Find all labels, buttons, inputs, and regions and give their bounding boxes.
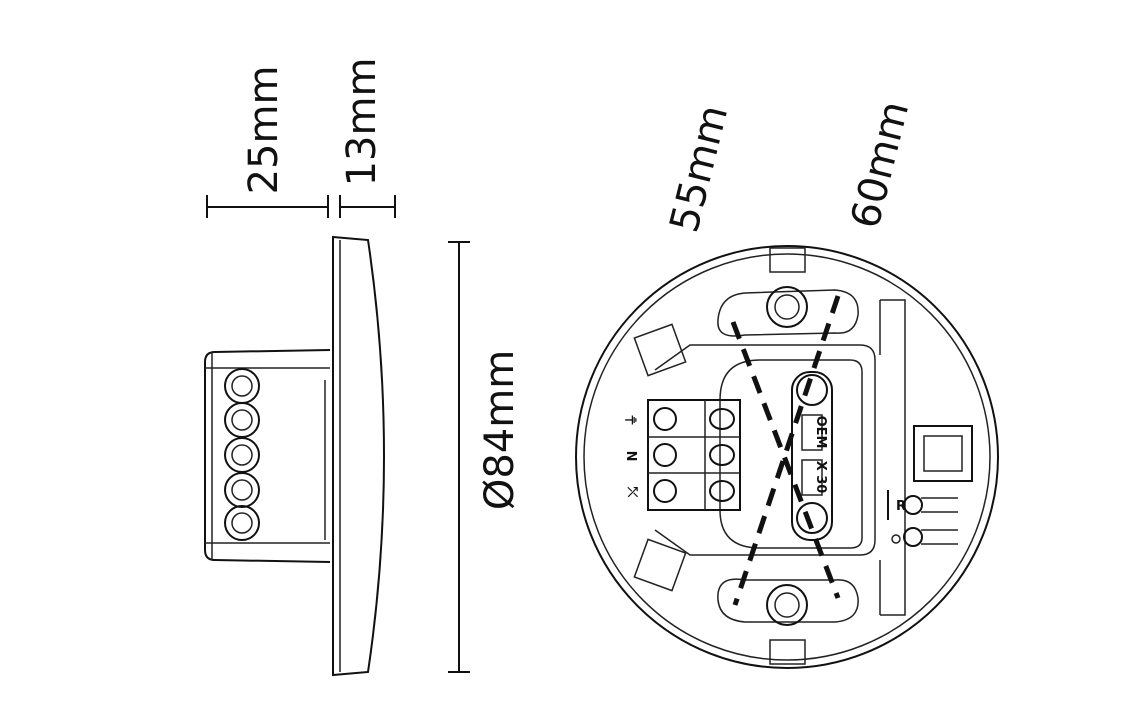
outer-ring — [575, 245, 999, 669]
mounting-plate — [791, 371, 833, 541]
diameter-label: Ø84mm — [477, 350, 523, 510]
earth-terminal-label: ⏚ — [625, 413, 640, 426]
fixing-line-60 — [732, 295, 841, 606]
depth-front-label: 13mm — [339, 58, 385, 187]
load-terminal-label: ⤯ — [626, 486, 641, 497]
fixing-slot-bottom — [717, 578, 859, 623]
reset-button — [913, 425, 973, 482]
fixing-slot-top — [717, 289, 859, 337]
r-label: R — [896, 499, 906, 514]
side-view — [204, 235, 385, 677]
front-plate-outline — [332, 235, 385, 677]
screw-icon — [224, 437, 260, 473]
fixing-line-55 — [730, 321, 841, 599]
terminal-block — [647, 399, 741, 511]
tab — [769, 639, 806, 665]
plate-label-top: OEM — [813, 416, 828, 449]
indicator-power-icon — [903, 527, 923, 547]
fixing-55-label: 55mm — [661, 101, 737, 237]
screw-icon — [224, 402, 260, 438]
indicator-r-icon — [903, 495, 923, 515]
neutral-terminal-label: N — [626, 451, 641, 462]
screw-icon — [224, 472, 260, 508]
depth-total-label: 25mm — [241, 66, 287, 195]
terminal-screw-icon — [653, 443, 677, 467]
dimension-lines — [206, 195, 470, 673]
fixing-screw-icon — [766, 286, 808, 328]
back-box-outline — [204, 349, 331, 563]
plate-label-bottom: X 30 — [813, 461, 828, 494]
fixing-screw-icon — [766, 584, 808, 626]
power-icon — [891, 534, 901, 544]
tab — [769, 247, 806, 273]
screw-icon — [224, 505, 260, 541]
fixing-60-label: 60mm — [842, 97, 918, 233]
terminal-screw-icon — [653, 479, 677, 503]
terminal-screw-icon — [653, 407, 677, 431]
screw-icon — [224, 368, 260, 404]
rear-view: ⏚ N ⤯ OEM X 30 R — [575, 245, 999, 669]
side-screws — [224, 368, 260, 541]
